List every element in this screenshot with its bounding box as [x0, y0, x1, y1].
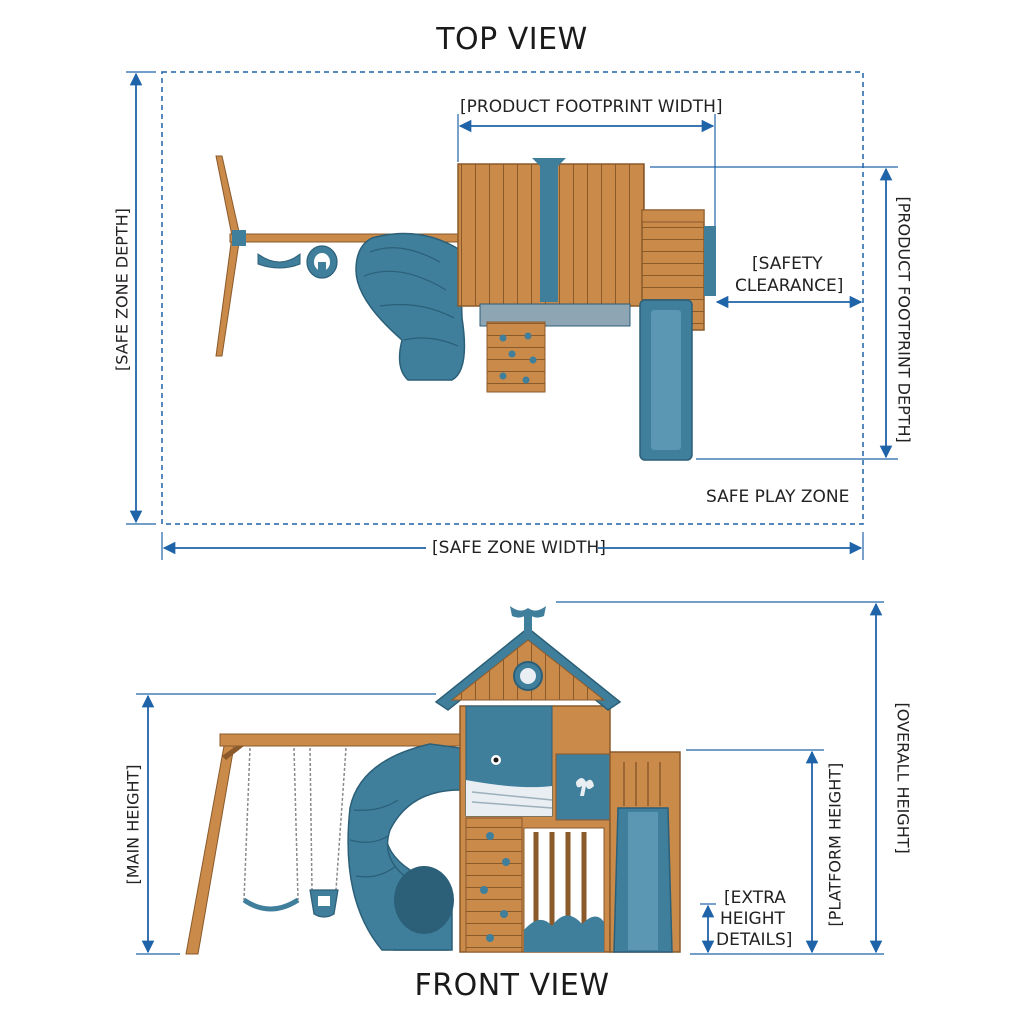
top-straight-slide: [639, 299, 693, 461]
top-roof: [457, 158, 645, 327]
top-view-title: TOP VIEW: [436, 22, 588, 57]
product-footprint-width-dimension: [457, 114, 716, 230]
safety-clearance-label-line1: [SAFETY: [752, 254, 823, 274]
front-view-title: FRONT VIEW: [414, 968, 610, 1003]
safe-zone-depth-dimension: [126, 71, 156, 525]
top-tube-slide: [355, 232, 466, 381]
front-toddler-swing: [309, 747, 347, 918]
safe-zone-width-label: [SAFE ZONE WIDTH]: [432, 538, 606, 558]
safe-zone-width-dimension: [161, 532, 864, 560]
top-toddler-swing: [306, 245, 338, 279]
top-climbing-wall: [486, 321, 546, 393]
platform-height-dimension: [686, 749, 824, 954]
extra-height-label-line1: [EXTRA: [724, 888, 786, 908]
front-roof: [434, 606, 622, 711]
front-tube-slide: [347, 743, 461, 951]
product-footprint-width-label: [PRODUCT FOOTPRINT WIDTH]: [460, 97, 723, 117]
front-whale-panel: [465, 705, 553, 817]
top-belt-swing: [257, 252, 301, 269]
front-belt-swing: [242, 747, 300, 912]
extra-height-label-line3: DETAILS]: [716, 930, 793, 950]
extra-height-label-line2: HEIGHT: [720, 909, 785, 929]
front-swing-frame: [185, 733, 461, 955]
safe-zone-boundary: [161, 71, 864, 525]
front-straight-slide: [613, 807, 673, 953]
overall-height-dimension: [556, 601, 884, 955]
main-height-dimension: [136, 693, 436, 955]
safety-clearance-label-line2: CLEARANCE]: [735, 276, 844, 296]
safe-play-zone-label: SAFE PLAY ZONE: [706, 487, 850, 507]
product-footprint-depth-dimension: [650, 166, 898, 460]
extra-height-dimension: [700, 903, 716, 954]
